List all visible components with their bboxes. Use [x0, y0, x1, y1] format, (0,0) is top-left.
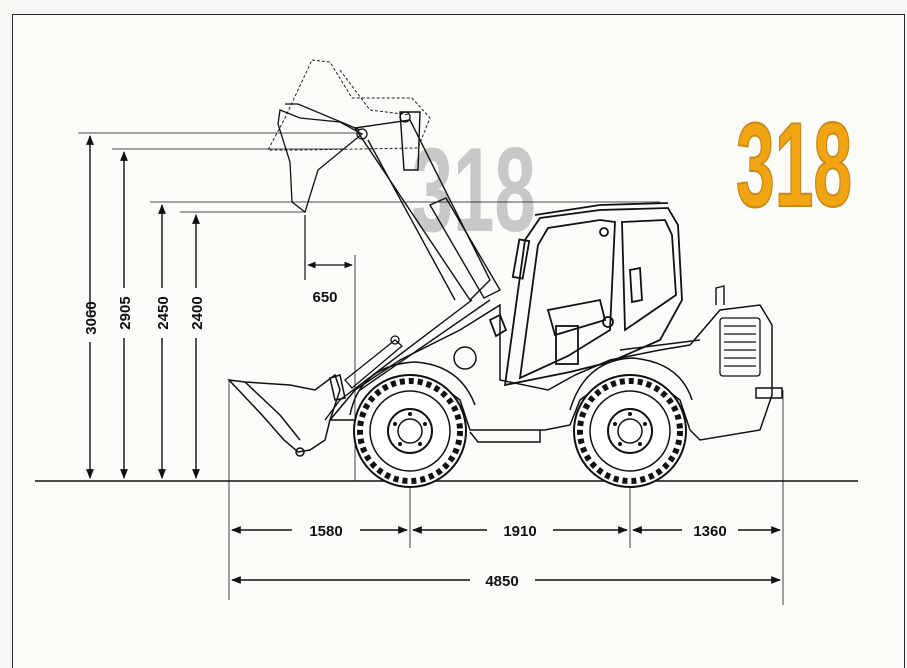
operator-cab: [488, 202, 683, 387]
length-label-total: 4850: [485, 573, 518, 590]
loader-arm: [324, 111, 501, 421]
reach-label: 650: [312, 289, 337, 306]
height-label-2450: 2450: [155, 296, 172, 329]
fenders: [349, 357, 693, 416]
front-wheel: [353, 374, 467, 488]
height-label-2905: 2905: [117, 296, 134, 329]
lift-cylinder: [344, 335, 404, 389]
exhaust-pipe: [715, 285, 725, 305]
length-label-wheelbase: 1910: [503, 523, 536, 540]
model-logo: 318: [412, 124, 536, 257]
rear-hitch: [755, 387, 783, 399]
length-label-rear: 1360: [693, 523, 726, 540]
raised-bucket-ghost: [267, 59, 431, 151]
height-label-3060: 3060: [83, 301, 100, 334]
model-number-text: 318: [736, 97, 852, 232]
raised-bucket: [277, 103, 411, 214]
length-label-front: 1580: [309, 523, 342, 540]
model-logo-shadow: 318: [412, 124, 536, 257]
engine-grille: [719, 317, 761, 377]
height-label-2400: 2400: [189, 296, 206, 329]
length-dimension-arrows: [231, 526, 781, 584]
rear-wheel: [573, 374, 687, 488]
height-dimension-arrows: [86, 135, 200, 479]
reach-dimension: [304, 215, 353, 280]
drawing-frame: [12, 14, 905, 668]
model-number: 318: [735, 96, 853, 232]
